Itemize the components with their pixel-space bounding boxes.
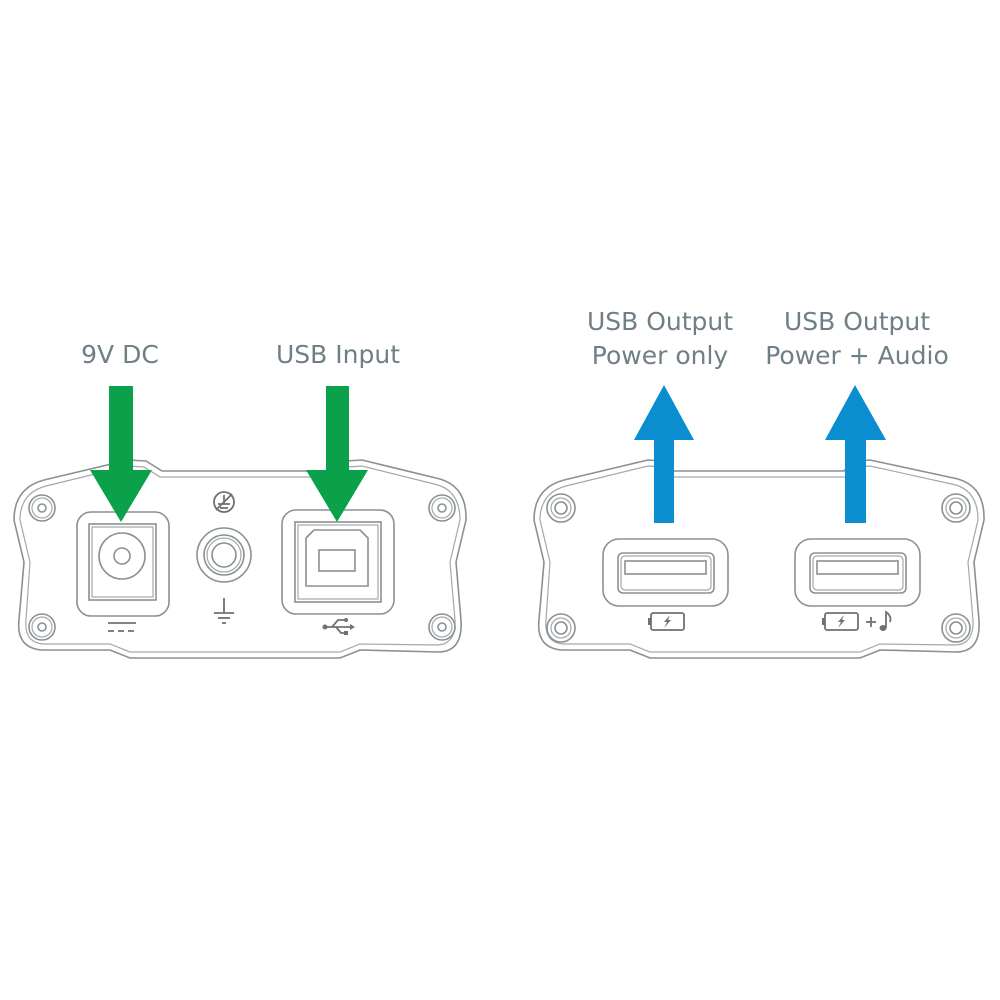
usb-a-output-port-power-audio[interactable] — [794, 538, 921, 607]
input-panel: 9V DC USB Input — [13, 340, 467, 659]
input-panel-outline — [13, 459, 467, 659]
screw — [546, 613, 576, 643]
output2-label-line2: Power + Audio — [765, 341, 948, 370]
dc-input-arrow — [90, 386, 152, 522]
screw — [546, 493, 576, 523]
screw — [428, 494, 456, 522]
usb-icon — [322, 618, 355, 635]
usb-a-output-port-power[interactable] — [602, 538, 729, 607]
output1-label-line2: Power only — [592, 341, 729, 370]
output-panel: USB Output Power only USB Output Power +… — [533, 307, 985, 659]
usb-input-arrow — [306, 386, 368, 522]
screw — [28, 613, 56, 641]
plus-audio-icon — [866, 610, 892, 631]
battery-charge-icon — [648, 612, 685, 631]
power-output-arrow — [634, 385, 694, 523]
power-audio-output-arrow — [825, 385, 886, 523]
screw — [941, 613, 971, 643]
screw — [28, 494, 56, 522]
output2-label-line1: USB Output — [784, 307, 930, 336]
ground-lift-icon — [213, 491, 235, 513]
output-panel-outline — [533, 459, 985, 659]
usb-input-label: USB Input — [276, 340, 400, 369]
dc-label: 9V DC — [81, 340, 159, 369]
usb-b-input-port[interactable] — [281, 509, 395, 615]
ground-icon — [214, 598, 234, 624]
screw — [428, 613, 456, 641]
dc-power-jack[interactable] — [76, 511, 170, 617]
ground-terminal[interactable] — [196, 527, 252, 583]
output1-label-line1: USB Output — [587, 307, 733, 336]
battery-charge-icon — [822, 612, 859, 631]
screw — [941, 493, 971, 523]
dc-symbol-icon — [108, 622, 136, 632]
